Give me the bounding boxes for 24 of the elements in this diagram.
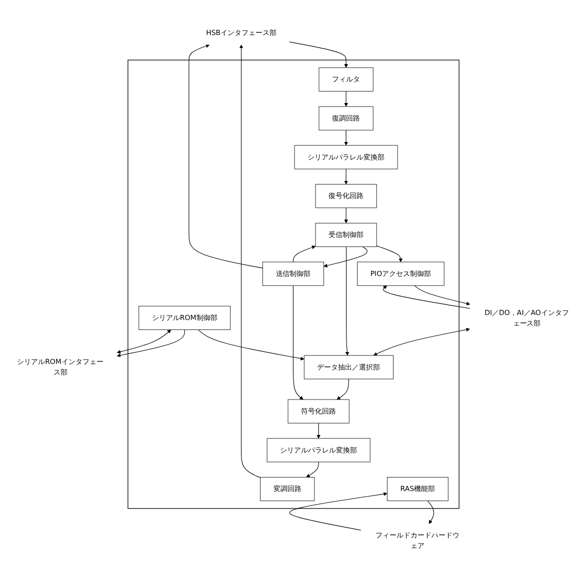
cluster: [128, 60, 460, 509]
arrow: [116, 329, 185, 358]
arrow: [414, 285, 470, 306]
arrow: [427, 500, 434, 524]
arrow: [292, 285, 304, 400]
arrow: [373, 328, 470, 356]
arrow: [289, 492, 388, 530]
arrow: [289, 42, 348, 68]
arrow: [316, 422, 320, 439]
arrow: [382, 285, 470, 309]
arrow: [324, 246, 368, 268]
arrow: [344, 90, 348, 107]
arrow: [188, 44, 263, 268]
arrow: [376, 246, 403, 262]
arrow: [198, 329, 304, 360]
arrow: [336, 378, 349, 400]
arrow: [292, 246, 316, 262]
arrow: [345, 246, 350, 356]
arrow: [116, 330, 172, 354]
arrow: [239, 44, 261, 478]
arrow: [306, 462, 319, 478]
arrow: [344, 130, 348, 146]
arrow: [344, 168, 348, 184]
arrow: [344, 208, 348, 224]
